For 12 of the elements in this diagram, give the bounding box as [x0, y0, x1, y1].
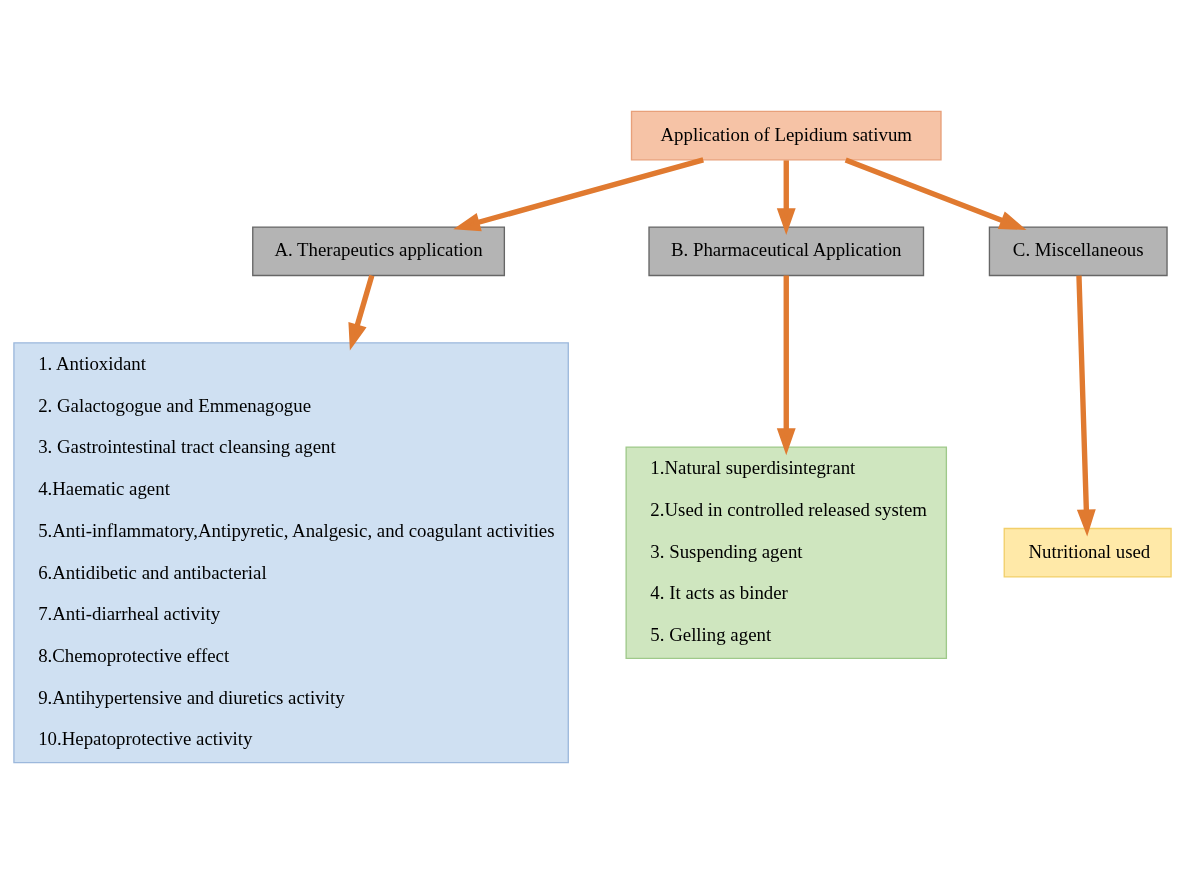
arrow	[1076, 275, 1096, 536]
node-box: Application of Lepidium sativum	[630, 110, 942, 160]
arrow	[776, 275, 796, 455]
node-box: A. Therapeutics application	[252, 225, 506, 276]
node-box: B. Pharmaceutical Application	[648, 225, 925, 276]
node-box: C. Miscellaneous	[988, 225, 1168, 276]
arrow	[348, 274, 375, 351]
arrow	[776, 159, 796, 235]
node-box: 1.Natural superdisintegrant 2.Used in controlled released system 3. Suspending agent 4. It acts as binder 5. Gelling agent	[625, 445, 948, 659]
node-box: 1. Antioxidant 2. Galactogogue and Emmenagogue 3. Gastrointestinal tract cleansing agent 4.Haematic agent 5.Anti-inflammatory,Antipyretic, Analgesic, and coagulant activities 6.Antidibetic and antibacterial 7.Anti-diarrheal activity 8.Chemoprotective effect 9.Antihypertensive and diuretics activity 10.Hepatoprotective activity	[13, 341, 569, 763]
arrow	[844, 156, 1027, 230]
node-box: Nutritional used	[1003, 527, 1172, 578]
